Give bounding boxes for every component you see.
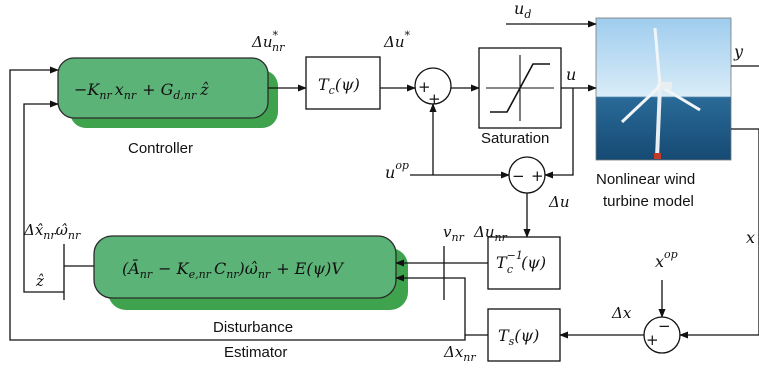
signal-wires xyxy=(9,20,759,341)
ts-block: Ts(ψ) xyxy=(487,308,561,362)
label-du-nr: Δunr xyxy=(473,223,508,244)
wind-turbine-photo xyxy=(595,17,732,161)
label-z-hat: ẑ xyxy=(35,272,44,290)
saturation-caption: Saturation xyxy=(481,130,549,147)
turbine-caption-line1: Nonlinear wind xyxy=(596,171,695,188)
label-u: u xyxy=(566,65,576,84)
saturation-curve-icon xyxy=(486,55,554,121)
tc-block: Tc(ψ) xyxy=(305,56,381,110)
label-du-star: Δu* xyxy=(383,29,411,51)
label-dx-nr: Δxnr xyxy=(443,343,476,364)
svg-text:−: − xyxy=(512,167,525,185)
svg-text:+: + xyxy=(428,90,441,108)
label-x: x xyxy=(746,228,755,247)
label-u-op: uop xyxy=(385,159,409,182)
svg-text:+: + xyxy=(531,167,544,185)
label-dx-hat-nr: Δx̂nrω̂nr xyxy=(23,221,81,242)
svg-text:+: + xyxy=(418,78,431,96)
label-du-nr-star: Δu*nr xyxy=(251,29,285,54)
estimator-body xyxy=(93,235,397,299)
sum-junction-delta-u: − + xyxy=(508,156,546,194)
sum-junction-input: + + xyxy=(414,67,452,108)
svg-text:+: + xyxy=(646,331,659,349)
label-x-op: xop xyxy=(655,248,678,271)
label-v-nr: vnr xyxy=(443,223,465,244)
sum-junction-state: − + xyxy=(643,316,681,354)
label-u-d: ud xyxy=(514,0,531,21)
tc-label: Tc(ψ) xyxy=(318,75,360,97)
saturation-block xyxy=(478,47,562,129)
ts-label: Ts(ψ) xyxy=(498,326,539,348)
controller-caption: Controller xyxy=(128,140,193,157)
estimator-caption-line2: Estimator xyxy=(224,344,287,361)
label-dx: Δx xyxy=(611,304,632,322)
estimator-caption-line1: Disturbance xyxy=(213,319,293,336)
label-y: y xyxy=(733,42,744,61)
turbine-caption-line2: turbine model xyxy=(603,193,694,210)
svg-text:−: − xyxy=(658,317,671,335)
label-du: Δu xyxy=(548,193,570,211)
